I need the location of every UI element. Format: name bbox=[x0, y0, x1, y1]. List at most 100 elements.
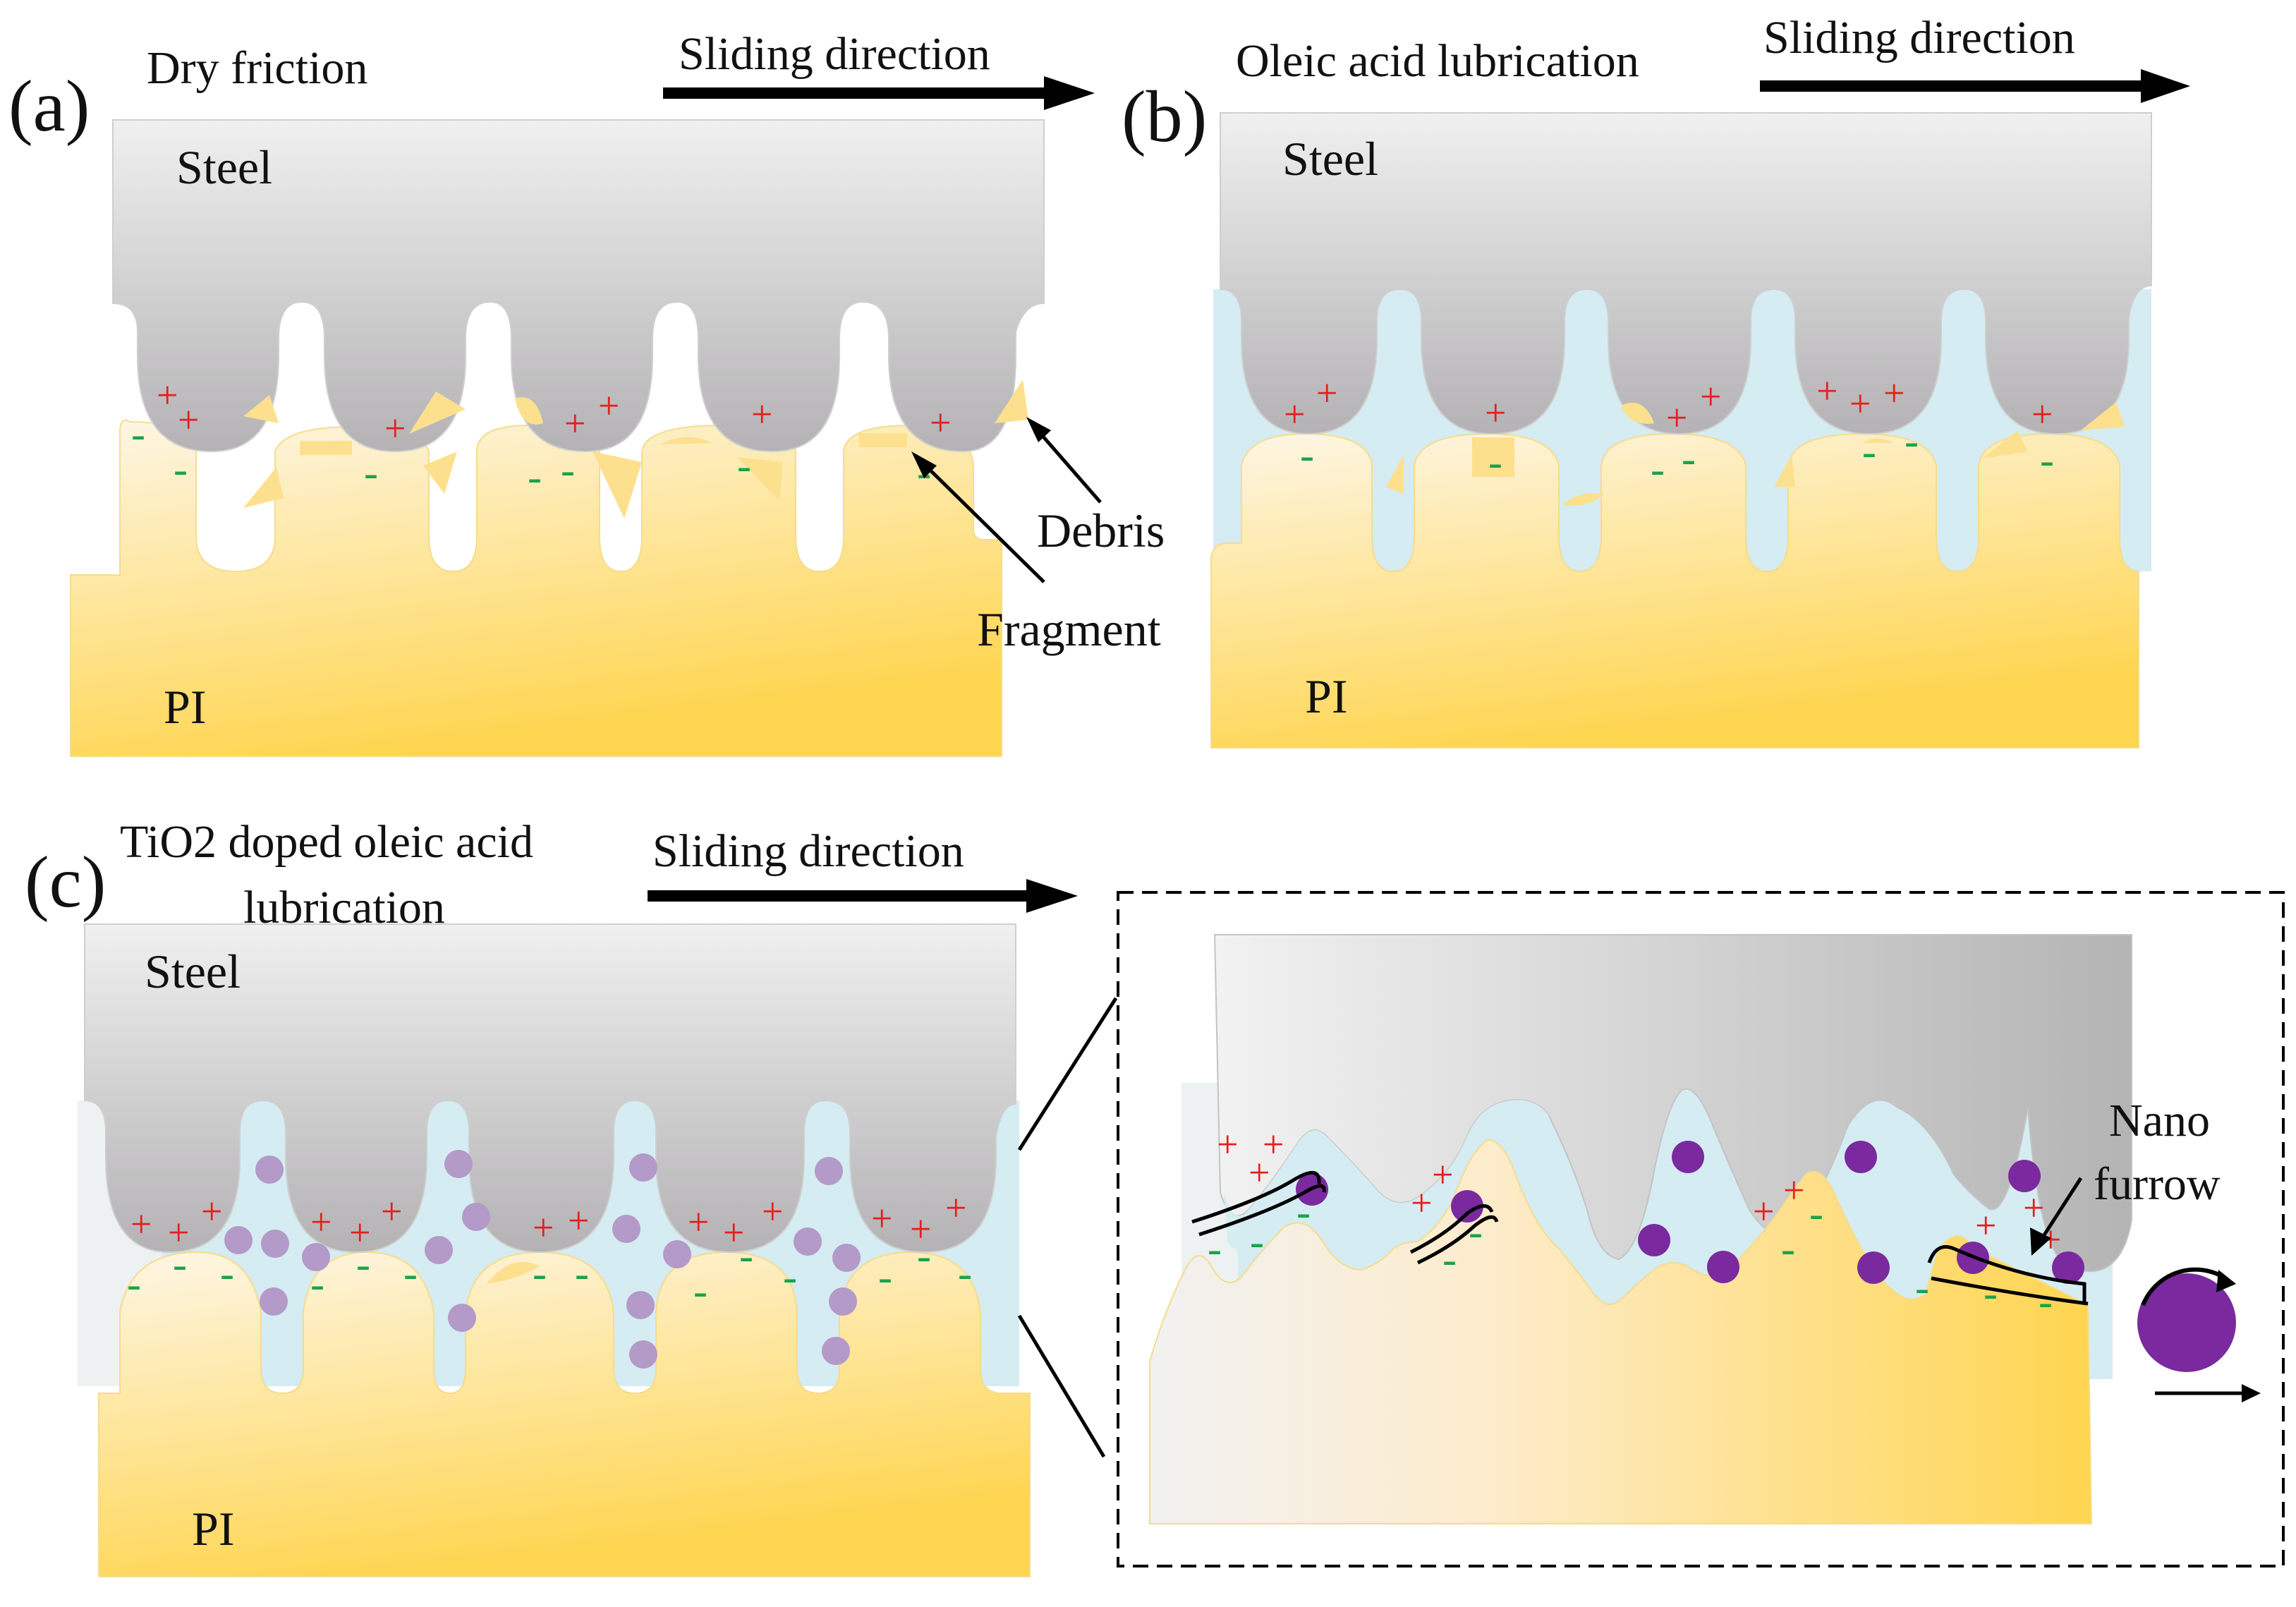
panel-b-title: Oleic acid lubrication bbox=[1236, 35, 1639, 87]
steel-block bbox=[1220, 112, 2152, 435]
steel-label: Steel bbox=[1282, 132, 1378, 186]
arrow-right-icon bbox=[1760, 69, 2190, 103]
minus-charge: - bbox=[1469, 1208, 1483, 1255]
panel-a-title: Dry friction bbox=[147, 42, 368, 94]
panel-b: (b) Oleic acid lubrication Sliding direc… bbox=[1122, 12, 2190, 748]
tio2-particle bbox=[448, 1304, 476, 1332]
plus-charge: + bbox=[178, 399, 199, 441]
inset-frame bbox=[1117, 891, 2285, 1567]
minus-charge: - bbox=[737, 442, 751, 489]
furrow-track bbox=[1198, 1184, 1326, 1237]
plus-charge: + bbox=[201, 1190, 222, 1232]
minus-charge: - bbox=[1296, 1189, 1311, 1235]
steel-block bbox=[84, 923, 1016, 1254]
inset-oil-film bbox=[1224, 1100, 1559, 1252]
tio2-particle bbox=[626, 1291, 655, 1319]
tio2-particle bbox=[1672, 1141, 1704, 1173]
plus-charge: + bbox=[1411, 1182, 1432, 1224]
debris-piece bbox=[1774, 455, 1795, 487]
plus-charge: + bbox=[1816, 370, 1838, 412]
inset-charges: + + + + + + + + + + - - - - - - - - - - bbox=[1208, 1123, 2061, 1325]
surface-charges-b: + + + + + + + + + - - - - - - - bbox=[1284, 370, 2054, 492]
debris-piece bbox=[2081, 402, 2125, 430]
minus-charge: - bbox=[917, 1232, 931, 1279]
zoom-line-bottom bbox=[1017, 1314, 1106, 1458]
debris-group bbox=[1386, 402, 2125, 506]
tio2-particle bbox=[663, 1240, 691, 1268]
minus-charge: - bbox=[131, 411, 145, 457]
minus-charge: - bbox=[127, 1261, 141, 1307]
plus-charge: + bbox=[1975, 1204, 1996, 1247]
minus-charge: - bbox=[173, 1241, 187, 1287]
tio2-particle bbox=[260, 1287, 288, 1316]
minus-charge: - bbox=[2039, 1278, 2053, 1325]
nano-furrow-callout: Nano furrow bbox=[2030, 1095, 2221, 1256]
tio2-particle bbox=[1451, 1190, 1483, 1223]
tio2-particle bbox=[829, 1287, 857, 1316]
minus-charge: - bbox=[1250, 1218, 1264, 1265]
surface-charges-c: + + + + + + + + + + + + + + - - - - - - … bbox=[127, 1187, 972, 1314]
debris-piece bbox=[1386, 455, 1404, 494]
debris-group bbox=[243, 380, 1028, 519]
panel-c-title-line1: TiO2 doped oleic acid bbox=[120, 816, 533, 868]
fragment-piece bbox=[300, 441, 352, 455]
debris-piece bbox=[1562, 493, 1605, 506]
furrow-track bbox=[1191, 1171, 1321, 1224]
panel-a: (a) Dry friction Sliding direction + + + bbox=[8, 28, 1165, 757]
minus-charge: - bbox=[533, 1250, 547, 1297]
tio2-particle bbox=[255, 1156, 284, 1184]
panel-c-letter: (c) bbox=[25, 842, 106, 923]
zoom-inset: + + + + + + + + + + - - - - - - - - - - … bbox=[1117, 891, 2285, 1567]
plus-charge: + bbox=[871, 1197, 892, 1239]
minus-charge: - bbox=[356, 1241, 370, 1287]
tio2-particle bbox=[1707, 1251, 1739, 1283]
nano-furrow-label-line1: Nano bbox=[2109, 1095, 2210, 1146]
tio2-particles bbox=[224, 1150, 861, 1369]
minus-charge: - bbox=[1905, 418, 1919, 464]
minus-charge: - bbox=[783, 1254, 797, 1300]
furrow-track bbox=[1416, 1215, 1499, 1265]
pi-block bbox=[98, 1251, 1031, 1577]
fragment-label: Fragment bbox=[977, 602, 1161, 656]
minus-charge: - bbox=[528, 454, 542, 500]
pi-label: PI bbox=[164, 680, 206, 734]
plus-charge: + bbox=[1700, 375, 1721, 418]
minus-charge: - bbox=[1488, 439, 1502, 485]
minus-charge: - bbox=[364, 449, 378, 496]
tio2-particle bbox=[612, 1215, 640, 1243]
zoom-line-top bbox=[1017, 997, 1118, 1151]
furrow-track bbox=[1409, 1204, 1494, 1254]
minus-charge: - bbox=[1682, 435, 1696, 482]
debris-piece bbox=[1982, 430, 2028, 459]
plus-charge: + bbox=[598, 384, 619, 427]
tio2-particle bbox=[629, 1153, 657, 1182]
minus-charge: - bbox=[575, 1250, 589, 1297]
debris-piece bbox=[593, 451, 642, 519]
plus-charge: + bbox=[1217, 1123, 1238, 1165]
minus-charge: - bbox=[1781, 1225, 1795, 1272]
minus-charge: - bbox=[2040, 437, 2054, 483]
pi-label: PI bbox=[192, 1502, 234, 1556]
debris-piece bbox=[423, 451, 457, 494]
plus-charge: + bbox=[1883, 372, 1905, 414]
minus-charge: - bbox=[1984, 1270, 1998, 1316]
minus-charge: - bbox=[310, 1261, 324, 1307]
plus-charge: + bbox=[1666, 396, 1687, 439]
fragment-piece bbox=[1472, 437, 1514, 477]
plus-charge: + bbox=[945, 1187, 966, 1229]
steel-label: Steel bbox=[176, 140, 272, 194]
panel-b-letter: (b) bbox=[1122, 76, 1207, 157]
plus-charge: + bbox=[930, 401, 951, 444]
tio2-particle bbox=[794, 1227, 822, 1256]
tio2-particle bbox=[2008, 1160, 2041, 1192]
pi-block bbox=[1149, 1138, 2093, 1524]
debris-piece bbox=[409, 392, 466, 434]
minus-charge: - bbox=[1915, 1264, 1929, 1311]
plus-charge: + bbox=[533, 1206, 554, 1249]
rolling-particle-icon bbox=[2137, 1267, 2261, 1402]
tio2-particle bbox=[1845, 1141, 1877, 1173]
tio2-particle bbox=[2052, 1251, 2084, 1284]
plus-charge: + bbox=[349, 1211, 370, 1254]
